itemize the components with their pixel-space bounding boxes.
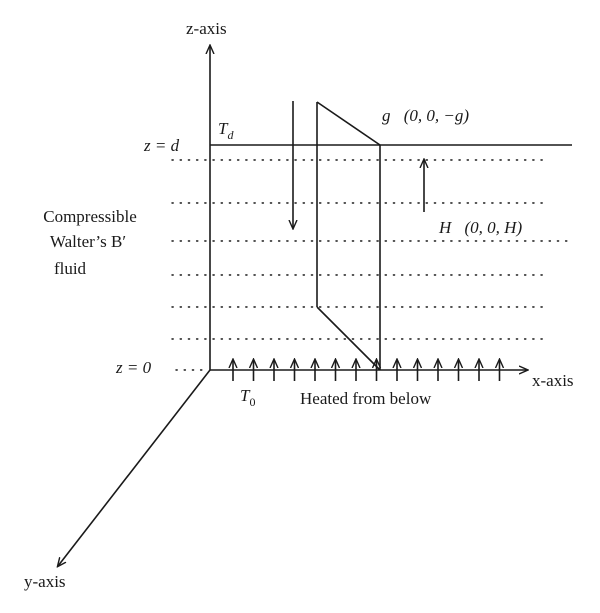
fluid-label-line-1: Compressible <box>43 207 137 226</box>
temperature-profile <box>316 101 381 371</box>
bottom-level-label: z = 0 <box>115 358 152 377</box>
z-axis-label: z-axis <box>186 19 227 38</box>
fluid-label-line-3: fluid <box>54 259 87 278</box>
profile-bottom-slant <box>316 306 381 371</box>
magnetic-field-label: H⃗(0, 0, H) <box>438 218 522 237</box>
top-level-label: z = d <box>143 136 180 155</box>
bottom-temperature-label: T0 <box>240 386 255 409</box>
y-axis-line <box>58 369 211 566</box>
heating-arrows <box>233 360 500 381</box>
profile-top-slant <box>316 101 381 146</box>
gravity-vector-label: g⃗(0, 0, −g) <box>382 106 469 125</box>
heating-label: Heated from below <box>300 389 432 408</box>
fluid-dotted-lines <box>171 159 573 371</box>
y-axis-label: y-axis <box>24 572 66 591</box>
fluid-label-line-2: Walter’s B′ <box>50 232 126 251</box>
x-axis-label: x-axis <box>532 371 574 390</box>
top-temperature-label: Td <box>218 119 234 142</box>
